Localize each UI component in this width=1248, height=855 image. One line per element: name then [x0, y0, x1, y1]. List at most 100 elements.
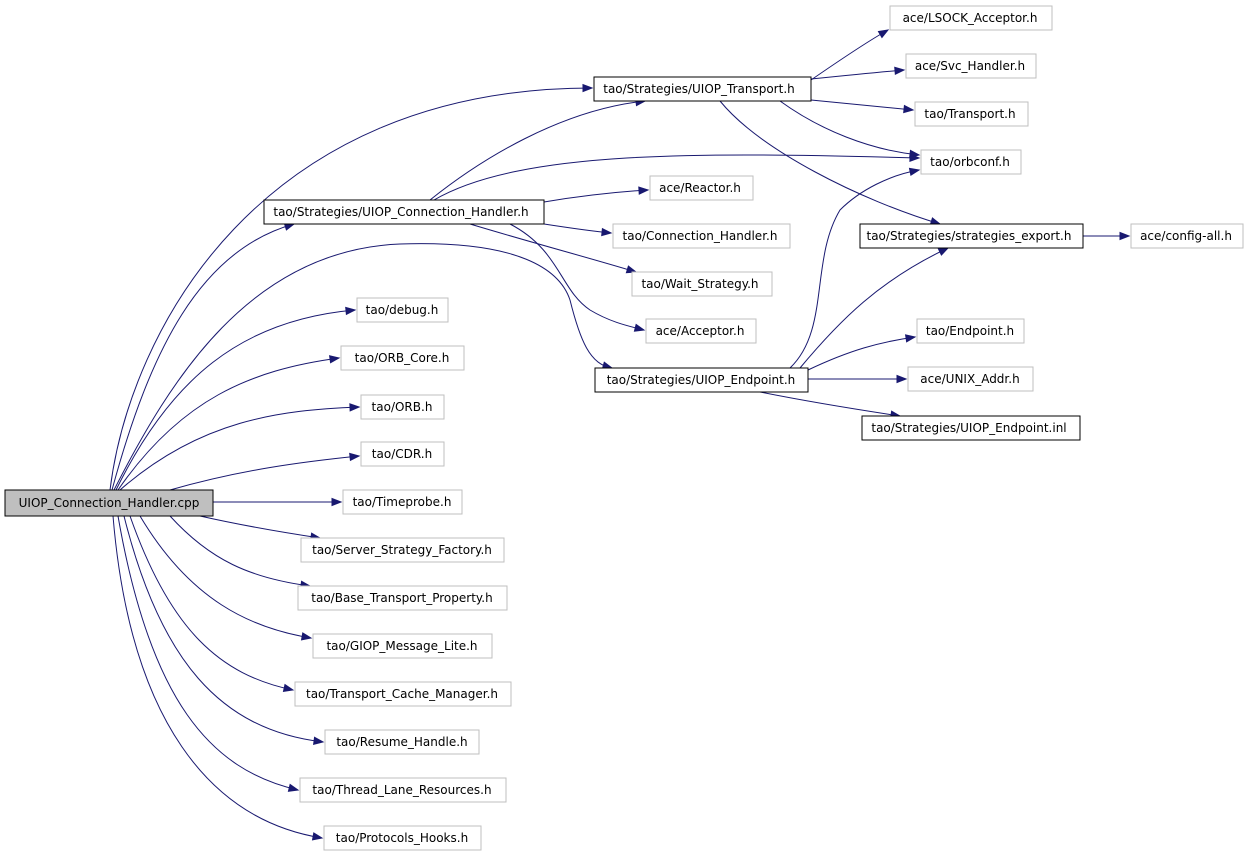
node-uiop-endpoint-inl[interactable]: tao/Strategies/UIOP_Endpoint.inl — [861, 415, 1081, 441]
node-cdr[interactable]: tao/CDR.h — [360, 441, 445, 467]
node-svc-handler-label: ace/Svc_Handler.h — [915, 59, 1025, 73]
edge-uiop-conn-handler-h-to-connection-handler — [543, 223, 612, 234]
edge-arrowhead — [311, 832, 324, 841]
node-wait-strategy[interactable]: tao/Wait_Strategy.h — [631, 271, 773, 297]
node-wait-strategy-label: tao/Wait_Strategy.h — [641, 277, 758, 291]
edge-uiop-endpoint-to-strategies-export — [799, 247, 949, 369]
edge-root-to-base-transport-property — [169, 515, 311, 587]
edge-arrowhead — [638, 186, 650, 195]
edge-arrowhead — [582, 83, 594, 93]
node-transport-cache-manager[interactable]: tao/Transport_Cache_Manager.h — [294, 681, 512, 707]
edge-uiop-endpoint-to-uiop-endpoint-inl — [759, 391, 901, 417]
node-uiop-connection-handler-h-label: tao/Strategies/UIOP_Connection_Handler.h — [273, 205, 528, 219]
node-root[interactable]: UIOP_Connection_Handler.cpp — [4, 489, 214, 517]
edge-arrowhead — [896, 374, 908, 384]
node-timeprobe-label: tao/Timeprobe.h — [353, 495, 452, 509]
edge-arrowhead — [1119, 231, 1131, 241]
node-base-transport-property[interactable]: tao/Base_Transport_Property.h — [297, 585, 508, 611]
edge-uiop-conn-handler-h-to-orbconf — [433, 154, 920, 201]
node-connection-handler-label: tao/Connection_Handler.h — [623, 229, 778, 243]
node-orb[interactable]: tao/ORB.h — [360, 394, 445, 420]
edge-uiop-endpoint-to-endpoint — [807, 336, 916, 371]
node-lsock-acceptor[interactable]: ace/LSOCK_Acceptor.h — [889, 5, 1053, 31]
edge-root-to-uiop-conn-handler-h — [111, 223, 295, 491]
node-base-transport-property-label: tao/Base_Transport_Property.h — [311, 591, 492, 605]
node-uiop-endpoint[interactable]: tao/Strategies/UIOP_Endpoint.h — [594, 367, 809, 393]
edge-arrowhead — [633, 323, 646, 332]
node-debug-label: tao/debug.h — [366, 303, 439, 317]
edge-root-to-protocols-hooks — [112, 515, 323, 839]
edge-arrowhead — [331, 497, 343, 507]
edge-arrowhead — [904, 334, 917, 343]
edge-uiop-transport-to-transport — [810, 99, 914, 111]
node-transport[interactable]: tao/Transport.h — [914, 101, 1029, 127]
node-config-all[interactable]: ace/config-all.h — [1130, 223, 1244, 249]
edge-uiop-endpoint-to-orbconf — [789, 169, 920, 369]
edge-arrowhead — [349, 452, 361, 462]
node-unix-addr-label: ace/UNIX_Addr.h — [920, 372, 1019, 386]
edge-root-to-orb-core — [117, 357, 340, 491]
node-strategies-export-label: tao/Strategies/strategies_export.h — [867, 229, 1072, 243]
edge-uiop-transport-to-strategies-export — [719, 100, 941, 225]
node-orbconf[interactable]: tao/orbconf.h — [920, 149, 1022, 175]
node-uiop-endpoint-inl-label: tao/Strategies/UIOP_Endpoint.inl — [871, 421, 1066, 435]
node-orb-label: tao/ORB.h — [372, 400, 433, 414]
edge-root-to-uiop-endpoint — [113, 243, 613, 491]
node-svc-handler[interactable]: ace/Svc_Handler.h — [905, 53, 1037, 79]
node-acceptor[interactable]: ace/Acceptor.h — [645, 318, 757, 344]
edge-uiop-conn-handler-h-to-uiop-transport — [429, 100, 646, 201]
node-thread-lane-resources-label: tao/Thread_Lane_Resources.h — [312, 783, 491, 797]
edge-arrowhead — [894, 66, 906, 76]
node-lsock-acceptor-label: ace/LSOCK_Acceptor.h — [903, 11, 1038, 25]
edge-root-to-orb — [119, 406, 360, 491]
edge-arrowhead — [909, 153, 921, 162]
node-orbconf-label: tao/orbconf.h — [930, 155, 1010, 169]
edge-arrowhead — [601, 227, 613, 237]
node-unix-addr[interactable]: ace/UNIX_Addr.h — [907, 366, 1034, 392]
edge-arrowhead — [345, 306, 357, 316]
node-server-strategy-factory[interactable]: tao/Server_Strategy_Factory.h — [300, 537, 505, 563]
edge-uiop-conn-handler-h-to-reactor — [543, 189, 649, 203]
edge-uiop-transport-to-svc-handler — [810, 69, 905, 80]
node-orb-core[interactable]: tao/ORB_Core.h — [340, 345, 465, 371]
node-debug[interactable]: tao/debug.h — [356, 297, 449, 323]
node-thread-lane-resources[interactable]: tao/Thread_Lane_Resources.h — [299, 777, 507, 803]
node-timeprobe[interactable]: tao/Timeprobe.h — [342, 489, 463, 515]
node-protocols-hooks[interactable]: tao/Protocols_Hooks.h — [323, 825, 482, 851]
edge-arrowhead — [625, 265, 638, 274]
edge-arrowhead — [282, 683, 295, 693]
node-server-strategy-factory-label: tao/Server_Strategy_Factory.h — [312, 543, 492, 557]
edge-root-to-transport-cache-manager — [129, 515, 294, 691]
node-uiop-transport-label: tao/Strategies/UIOP_Transport.h — [603, 82, 795, 96]
edge-root-to-server-strategy-factory — [199, 515, 321, 539]
edge-uiop-conn-handler-h-to-acceptor — [509, 223, 645, 331]
edge-root-to-cdr — [169, 455, 360, 491]
node-root-label: UIOP_Connection_Handler.cpp — [19, 496, 200, 510]
edge-root-to-resume-handle — [123, 515, 324, 743]
edge-arrowhead — [903, 104, 915, 114]
node-strategies-export[interactable]: tao/Strategies/strategies_export.h — [859, 223, 1084, 249]
edge-arrowhead — [349, 403, 361, 412]
edge-root-to-giop-message-lite — [139, 515, 312, 639]
node-resume-handle[interactable]: tao/Resume_Handle.h — [324, 729, 480, 755]
node-endpoint[interactable]: tao/Endpoint.h — [916, 318, 1025, 344]
edge-uiop-transport-to-orbconf — [779, 100, 920, 156]
node-giop-message-lite-label: tao/GIOP_Message_Lite.h — [326, 639, 477, 653]
nodes: UIOP_Connection_Handler.cpp tao/Strategi… — [4, 5, 1244, 851]
node-connection-handler[interactable]: tao/Connection_Handler.h — [612, 223, 791, 249]
edge-arrowhead — [877, 29, 890, 39]
edge-arrowhead — [937, 247, 950, 256]
node-giop-message-lite[interactable]: tao/GIOP_Message_Lite.h — [312, 633, 493, 659]
edge-root-to-uiop-transport — [109, 87, 593, 491]
node-transport-cache-manager-label: tao/Transport_Cache_Manager.h — [306, 687, 498, 701]
node-resume-handle-label: tao/Resume_Handle.h — [336, 735, 467, 749]
node-uiop-transport[interactable]: tao/Strategies/UIOP_Transport.h — [593, 76, 812, 102]
edge-arrowhead — [287, 783, 300, 792]
edge-root-to-thread-lane-resources — [117, 515, 299, 791]
node-reactor[interactable]: ace/Reactor.h — [649, 175, 754, 201]
node-cdr-label: tao/CDR.h — [372, 447, 432, 461]
edge-arrowhead — [313, 736, 325, 745]
node-uiop-connection-handler-h[interactable]: tao/Strategies/UIOP_Connection_Handler.h — [263, 199, 545, 225]
node-protocols-hooks-label: tao/Protocols_Hooks.h — [336, 831, 468, 845]
